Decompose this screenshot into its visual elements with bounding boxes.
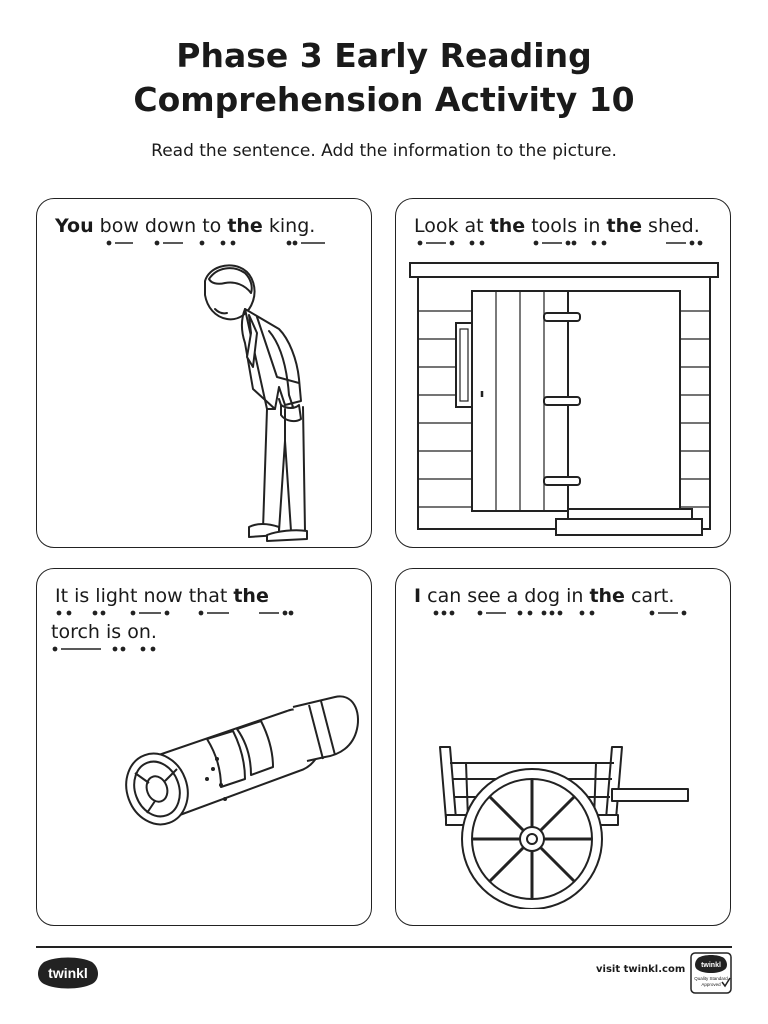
sound-buttons-torch-line1 (56, 610, 294, 616)
sentence-king: You bow down to the king. (55, 215, 316, 237)
twinkl-logo: twinkl (38, 957, 98, 989)
shed-illustration (409, 262, 719, 536)
torch-illustration (125, 695, 359, 826)
sound-buttons-shed (417, 240, 703, 246)
svg-text:Quality Standard: Quality Standard (694, 976, 728, 981)
sound-buttons-torch-line2 (52, 646, 156, 652)
footer-divider (36, 946, 732, 948)
visit-link[interactable]: visit twinkl.com (596, 964, 686, 975)
sentence-shed: Look at the tools in the shed. (414, 215, 700, 237)
activity-card-torch: It is light now that the torch is on. (36, 568, 372, 926)
sound-buttons-cart (433, 610, 687, 616)
sound-buttons-king (106, 240, 325, 246)
sentence-cart: I can see a dog in the cart. (414, 585, 675, 607)
cart-illustration (439, 746, 689, 909)
activity-card-shed: Look at the tools in the shed. (395, 198, 731, 548)
svg-text:twinkl: twinkl (701, 962, 721, 969)
sentence-torch-line2: torch is on. (51, 621, 157, 643)
page-title: Phase 3 Early Reading Comprehension Acti… (133, 36, 635, 119)
instructions: Read the sentence. Add the information t… (151, 141, 617, 161)
logo-text: twinkl (48, 965, 88, 981)
quality-badge-icon: twinkl Quality Standard Approved (690, 952, 732, 994)
svg-text:Approved: Approved (701, 982, 721, 987)
activity-card-cart: I can see a dog in the cart. (395, 568, 731, 926)
man-bowing-illustration (204, 264, 308, 542)
sentence-torch-line1: It is light now that the (55, 585, 269, 607)
activity-card-king: You bow down to the king. (36, 198, 372, 548)
